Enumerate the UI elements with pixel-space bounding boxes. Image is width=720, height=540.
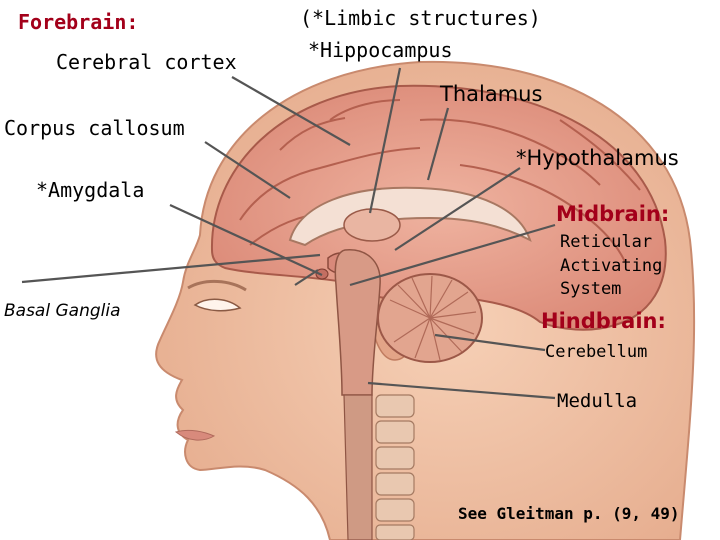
hypothalamus-label: *Hypothalamus <box>516 146 679 170</box>
midbrain-heading: Midbrain: <box>556 202 670 226</box>
line-basal-ganglia <box>294 269 319 286</box>
thalamus <box>343 208 401 242</box>
cerebellum-label: Cerebellum <box>545 342 648 362</box>
basal-ganglia-label: Basal Ganglia <box>4 301 121 321</box>
brainstem <box>334 249 381 396</box>
hindbrain-heading: Hindbrain: <box>541 309 666 333</box>
eyebrow <box>187 280 247 292</box>
thalamus-label: Thalamus <box>440 82 543 106</box>
eye <box>193 298 242 312</box>
limbic-structures-label: (*Limbic structures) <box>300 6 541 30</box>
reticular-label-line1: Reticular <box>560 232 653 252</box>
reticular-label-line2: Activating <box>560 256 663 276</box>
reticular-label-line3: System <box>560 279 622 299</box>
line-hypothalamus <box>394 167 521 251</box>
line-cerebral-cortex <box>231 76 351 146</box>
amygdala-label: *Amygdala <box>36 178 145 202</box>
cerebral-cortex-label: Cerebral cortex <box>56 50 237 74</box>
line-hippocampus <box>368 67 402 214</box>
line-medulla <box>367 381 556 400</box>
line-amygdala-2 <box>21 253 321 284</box>
hippocampus-label: *Hippocampus <box>308 38 453 62</box>
line-midbrain <box>349 223 556 287</box>
spinal-cord <box>343 394 373 540</box>
line-thalamus <box>426 107 450 181</box>
forebrain-heading: Forebrain: <box>18 10 139 34</box>
vertebrae <box>375 394 415 540</box>
line-corpus-callosum <box>204 141 291 199</box>
line-cerebellum <box>434 333 546 352</box>
line-amygdala-1 <box>169 204 323 276</box>
cerebellum-folia <box>389 275 477 361</box>
citation-label: See Gleitman p. (9, 49) <box>458 504 680 523</box>
lips <box>174 429 216 441</box>
medulla-label: Medulla <box>557 390 638 412</box>
leader-lines <box>21 67 556 400</box>
corpus-callosum-label: Corpus callosum <box>4 116 185 140</box>
